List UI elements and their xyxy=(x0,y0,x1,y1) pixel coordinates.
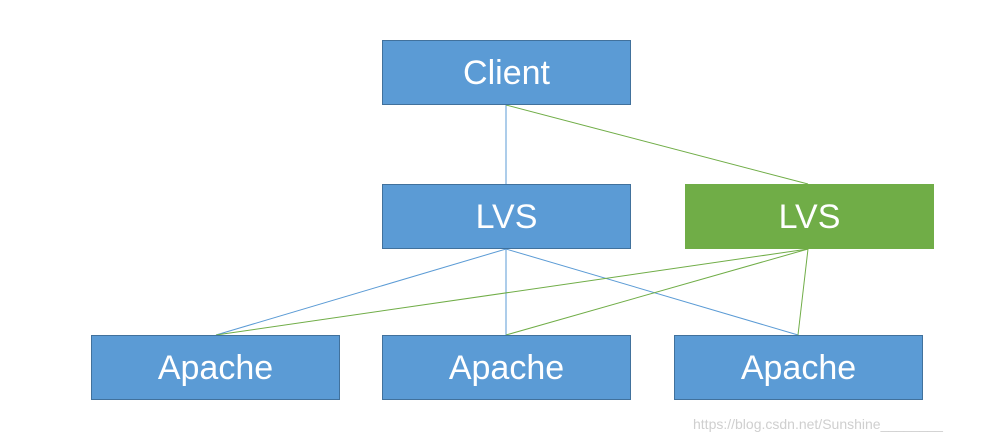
link-lvs-backup-apache-3 xyxy=(797,248,809,336)
apache-node-3-label: Apache xyxy=(740,348,857,387)
apache-node-1-label: Apache xyxy=(157,348,274,387)
lvs-backup-node: LVS xyxy=(685,184,934,249)
client-node-label: Client xyxy=(463,53,550,92)
lvs-primary-node: LVS xyxy=(382,184,631,249)
apache-node-2: Apache xyxy=(382,335,631,400)
lvs-backup-node-label: LVS xyxy=(778,197,841,236)
apache-node-2-label: Apache xyxy=(448,348,565,387)
link-lvs-primary-apache-1 xyxy=(215,248,507,336)
link-lvs-backup-apache-1 xyxy=(215,248,809,336)
apache-node-1: Apache xyxy=(91,335,340,400)
lvs-primary-node-label: LVS xyxy=(475,197,538,236)
link-lvs-primary-apache-3 xyxy=(505,248,799,336)
link-client-lvs-backup xyxy=(505,104,809,185)
link-lvs-backup-apache-2 xyxy=(505,248,809,336)
client-node: Client xyxy=(382,40,631,105)
apache-node-3: Apache xyxy=(674,335,923,400)
watermark-text: https://blog.csdn.net/Sunshine________ xyxy=(693,416,943,432)
